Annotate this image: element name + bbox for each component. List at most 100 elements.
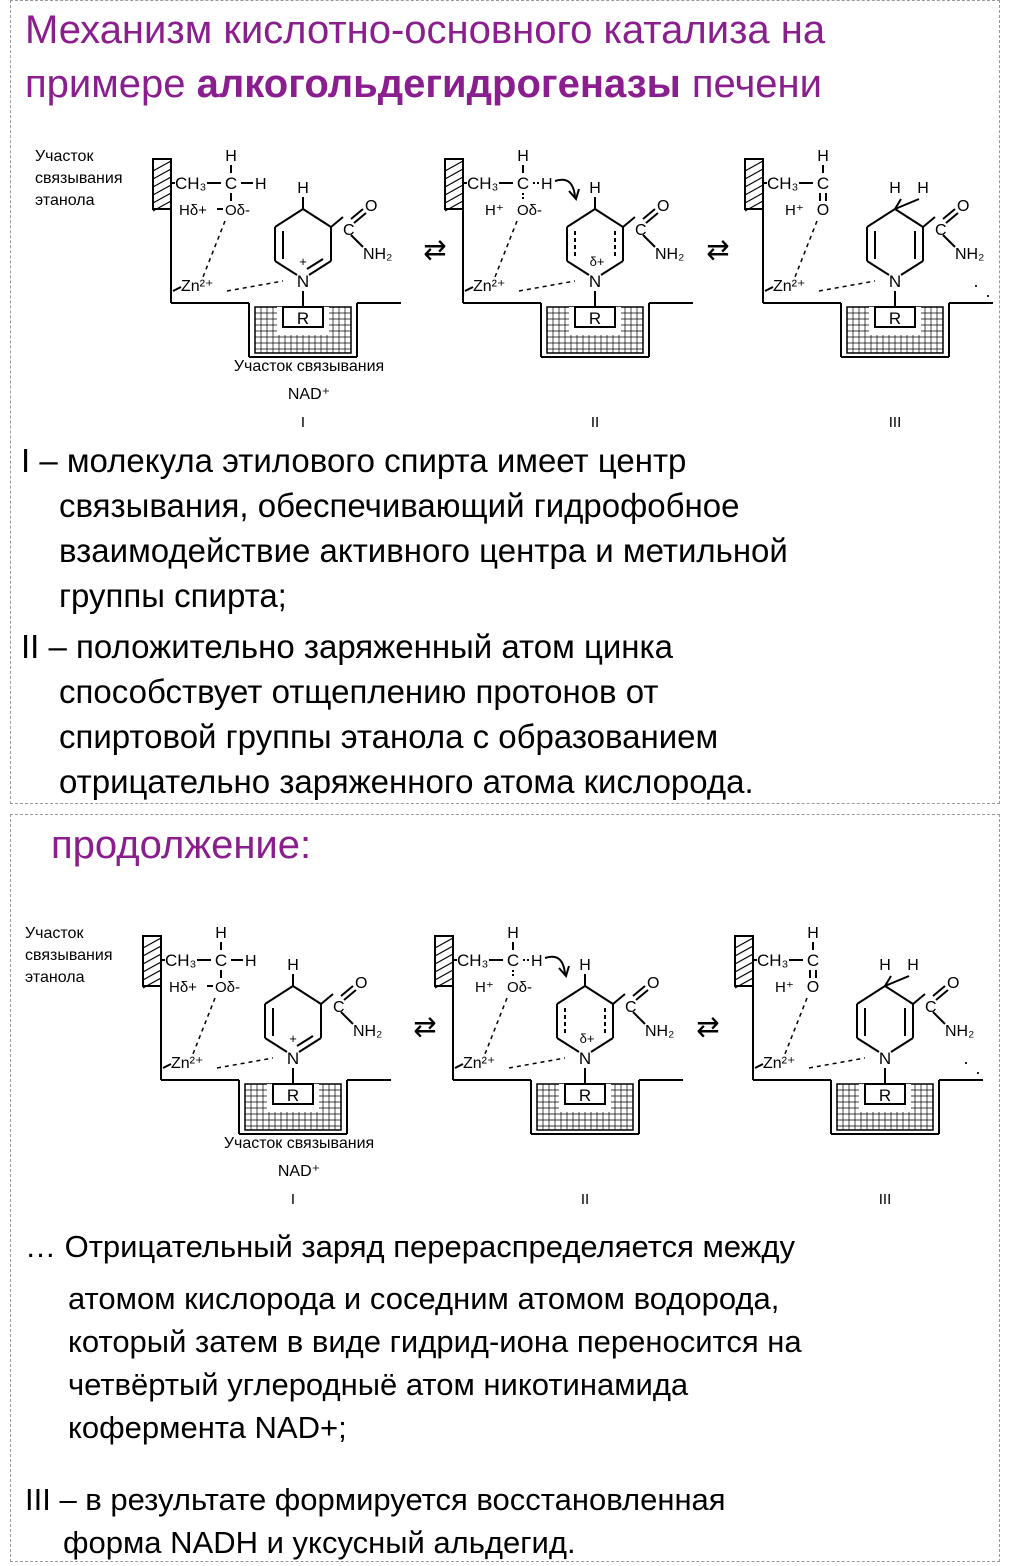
- hydrophobic-site: [734, 935, 754, 989]
- atom-c: C: [517, 174, 529, 193]
- ring-bond: [566, 260, 590, 276]
- hatch-line: [434, 953, 454, 965]
- ring-bond: [890, 1037, 914, 1053]
- stage-3-line: четвёртый углеродныё атом никотинамида: [68, 1367, 689, 1402]
- hydrophobic-site: [744, 158, 764, 212]
- atom-h-c4: H: [579, 957, 591, 974]
- bond-line: [912, 993, 926, 1005]
- ring-bond: [884, 985, 914, 1005]
- coordination-line: [216, 1057, 274, 1069]
- bond-line: [635, 989, 649, 1001]
- r-label: R: [579, 1086, 591, 1105]
- hatch-line: [744, 200, 764, 212]
- atom-h-plus: H⁺: [475, 979, 494, 996]
- stage-1-line: группы спирта;: [59, 577, 287, 614]
- bond-line: [454, 1063, 464, 1069]
- hydrophobic-site: [142, 935, 162, 989]
- hatch-line: [444, 168, 464, 180]
- hatch-line: [152, 184, 172, 196]
- stage-4-line: III – в результате формируется восстанов…: [25, 1482, 726, 1517]
- arrow-head: [558, 965, 570, 979]
- hatch-line: [744, 192, 764, 204]
- dot-mark: ·: [973, 275, 979, 295]
- ring-bond: [274, 260, 298, 276]
- bond-line: [942, 208, 956, 220]
- stage-4-description: III – в результате формируется восстанов…: [25, 1478, 925, 1564]
- hydride-arrow: [554, 178, 576, 198]
- hatch-line: [444, 176, 464, 188]
- nad-binding-pocket: R: [836, 1083, 934, 1131]
- bond-line: [922, 216, 936, 228]
- stage-2-line: II – положительно заряженный атом цинка: [21, 628, 674, 665]
- atom-o-amide: O: [365, 198, 377, 215]
- atom-c-amide: C: [935, 222, 947, 239]
- coordination-line: [794, 220, 818, 278]
- hatch-line: [142, 977, 162, 989]
- atom-ch3: CH₃: [165, 951, 196, 970]
- atom-nh2: NH₂: [645, 1023, 674, 1040]
- hatch-line: [734, 953, 754, 965]
- atom-ch3: CH₃: [767, 174, 798, 193]
- stage-3-line: кофермента NAD+;: [68, 1410, 347, 1445]
- label-line: связывания: [35, 170, 122, 187]
- stage-3-description: … Отрицательный заряд перераспределяется…: [25, 1225, 802, 1449]
- title-enzyme-name: алкогольдегидрогеназы: [196, 62, 681, 106]
- bond-line: [464, 286, 474, 292]
- atom-o-amide: O: [355, 975, 367, 992]
- bond-line: [350, 208, 364, 220]
- atom-zn: Zn²⁺: [473, 278, 505, 295]
- ring-bond: [856, 1037, 880, 1053]
- atom-h-delta: Hδ+: [169, 979, 197, 996]
- nicotinamide-ring: [274, 208, 332, 276]
- nicotinamide-ring: [264, 985, 322, 1053]
- atom-o-delta: Oδ-: [215, 979, 240, 996]
- atom-ch3: CH₃: [175, 174, 206, 193]
- ring-bond: [264, 1037, 288, 1053]
- bond-line: [942, 234, 956, 248]
- equilibrium-arrow: ⇄: [706, 234, 729, 265]
- atom-zn: Zn²⁺: [763, 1055, 795, 1072]
- dot-mark: ·: [985, 285, 991, 305]
- bond-line: [945, 212, 959, 224]
- atom-h-c4: H: [879, 957, 891, 974]
- atom-n: N: [297, 272, 309, 291]
- atom-h-top: H: [507, 925, 519, 942]
- atom-nh2: NH₂: [363, 246, 392, 263]
- atom-n: N: [287, 1049, 299, 1068]
- r-label: R: [889, 309, 901, 328]
- hatch-line: [734, 961, 754, 973]
- stage-1-line: связывания, обеспечивающий гидрофобное: [59, 487, 740, 524]
- coordination-line: [192, 997, 216, 1055]
- coordination-line: [202, 220, 226, 278]
- r-label: R: [879, 1086, 891, 1105]
- atom-h-top: H: [215, 925, 227, 942]
- coordination-line: [484, 997, 508, 1055]
- atom-o-delta: Oδ-: [225, 202, 250, 219]
- hatch-line: [744, 160, 764, 172]
- bond-line: [894, 198, 920, 210]
- atom-h-plus: H⁺: [485, 202, 504, 219]
- ring-bond: [856, 985, 886, 1005]
- stage-2-line: способствует отщеплению протонов от: [59, 673, 659, 710]
- bond-line: [884, 975, 910, 987]
- atom-h-plus: H⁺: [775, 979, 794, 996]
- atom-n: N: [879, 1049, 891, 1068]
- stage-3-line: атомом кислорода и соседним атомом водор…: [68, 1281, 780, 1316]
- nad-binding-pocket: R: [244, 1083, 342, 1131]
- bond-line: [932, 1011, 946, 1025]
- nad-binding-pocket: R: [536, 1083, 634, 1131]
- ring-bond: [894, 208, 924, 228]
- atom-ch3: CH₃: [467, 174, 498, 193]
- atom-c: C: [215, 951, 227, 970]
- hydrophobic-site: [444, 158, 464, 212]
- ring-bond: [274, 208, 304, 228]
- atom-c: C: [807, 951, 819, 970]
- bond-line: [884, 975, 892, 987]
- atom-h-c4: H: [287, 957, 299, 974]
- atom-n: N: [579, 1049, 591, 1068]
